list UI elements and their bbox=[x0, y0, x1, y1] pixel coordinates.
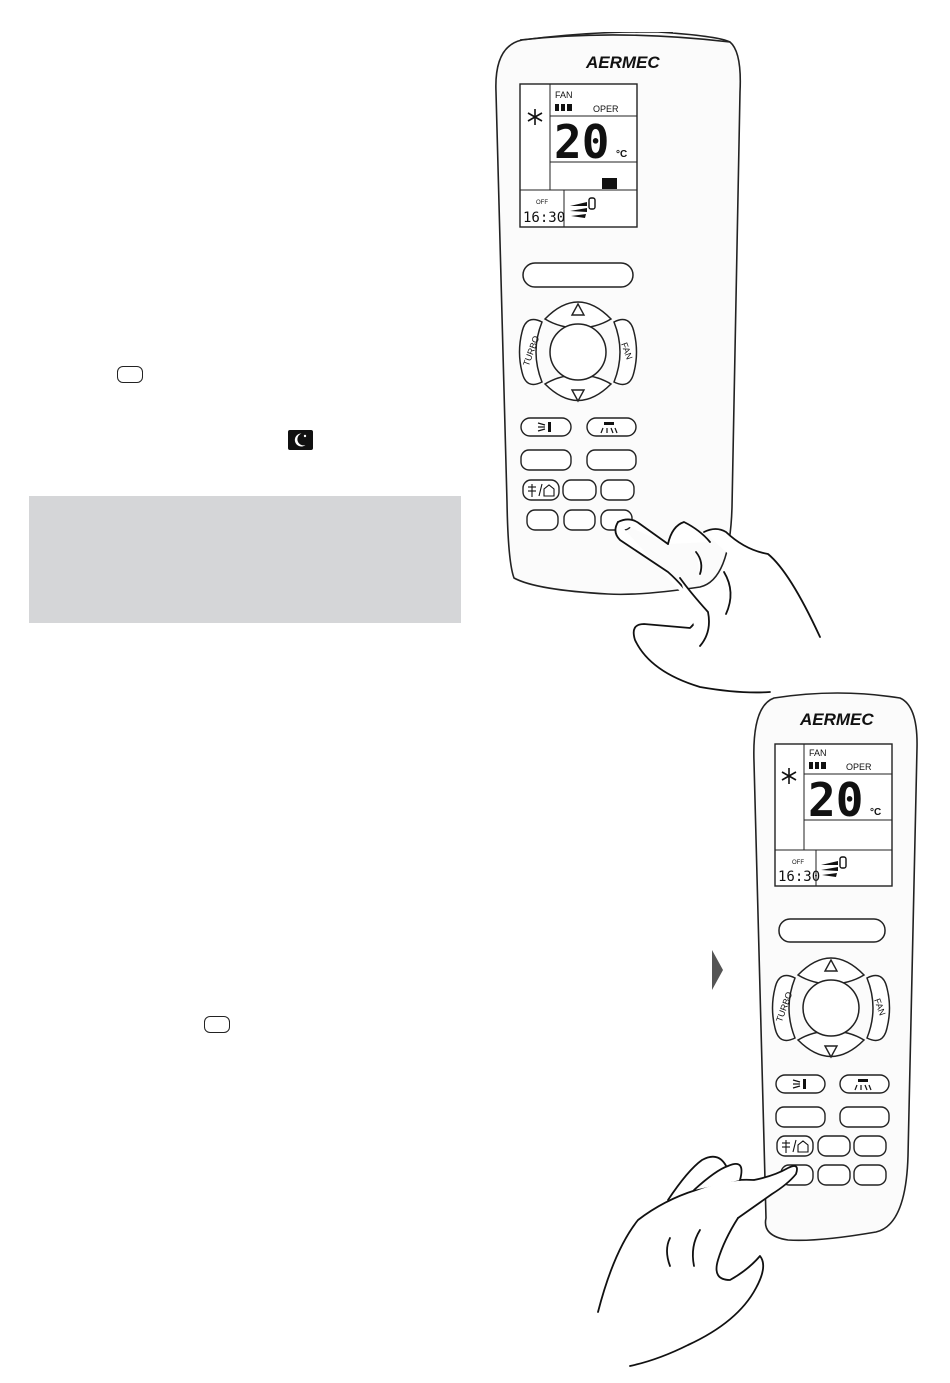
lcd-fan-label: FAN bbox=[555, 90, 573, 100]
brand-logo: AERMEC bbox=[799, 710, 874, 729]
sleep-moon-icon-lcd bbox=[602, 178, 617, 189]
button-row2-left[interactable] bbox=[521, 450, 571, 470]
lcd-oper-label: OPER bbox=[846, 762, 872, 772]
fan-bars-icon bbox=[809, 762, 826, 769]
button-row3-mid[interactable] bbox=[563, 480, 596, 500]
wide-button-bottom[interactable] bbox=[779, 919, 885, 942]
sleep-moon-icon bbox=[288, 430, 313, 450]
lcd-temperature: 20 bbox=[808, 773, 863, 827]
swing-horizontal-button[interactable] bbox=[840, 1075, 889, 1093]
button-row3-mid[interactable] bbox=[818, 1136, 850, 1156]
inline-button-symbol-1 bbox=[117, 366, 143, 383]
remote-control-top: AERMEC FAN OPER 20 °C OFF 16:30 TURBO FA… bbox=[490, 32, 830, 702]
hand-pointer-icon bbox=[598, 1157, 797, 1366]
swing-horizontal-button[interactable] bbox=[587, 418, 636, 436]
button-row4-mid[interactable] bbox=[818, 1165, 850, 1185]
button-row4-right[interactable] bbox=[854, 1165, 886, 1185]
lcd-unit: °C bbox=[616, 149, 627, 160]
button-row2-right[interactable] bbox=[587, 450, 636, 470]
button-row2-right[interactable] bbox=[840, 1107, 889, 1127]
lcd-oper-label: OPER bbox=[593, 104, 619, 114]
brand-logo: AERMEC bbox=[585, 53, 660, 72]
lcd-fan-label: FAN bbox=[809, 748, 827, 758]
lcd-temperature: 20 bbox=[554, 115, 609, 169]
button-row3-right[interactable] bbox=[854, 1136, 886, 1156]
button-row4-mid[interactable] bbox=[564, 510, 595, 530]
lcd-timer-state: OFF bbox=[536, 200, 548, 206]
lcd-unit: °C bbox=[870, 807, 881, 818]
center-button[interactable] bbox=[550, 324, 606, 380]
swing-vertical-button[interactable] bbox=[521, 418, 571, 436]
wide-button-top[interactable] bbox=[523, 263, 633, 287]
button-row3-right[interactable] bbox=[601, 480, 634, 500]
button-row4-left[interactable] bbox=[527, 510, 558, 530]
lcd-timer-time: 16:30 bbox=[778, 869, 820, 885]
swing-vertical-button[interactable] bbox=[776, 1075, 825, 1093]
center-button[interactable] bbox=[803, 980, 859, 1036]
lcd-timer-state: OFF bbox=[792, 860, 804, 866]
inline-button-symbol-2 bbox=[204, 1016, 230, 1033]
lcd-timer-time: 16:30 bbox=[523, 210, 565, 226]
note-box bbox=[29, 496, 461, 623]
button-row2-left[interactable] bbox=[776, 1107, 825, 1127]
remote-control-bottom: AERMEC FAN OPER 20 °C OFF 16:30 TURBO FA… bbox=[578, 690, 950, 1380]
fan-bars-icon bbox=[555, 104, 572, 111]
